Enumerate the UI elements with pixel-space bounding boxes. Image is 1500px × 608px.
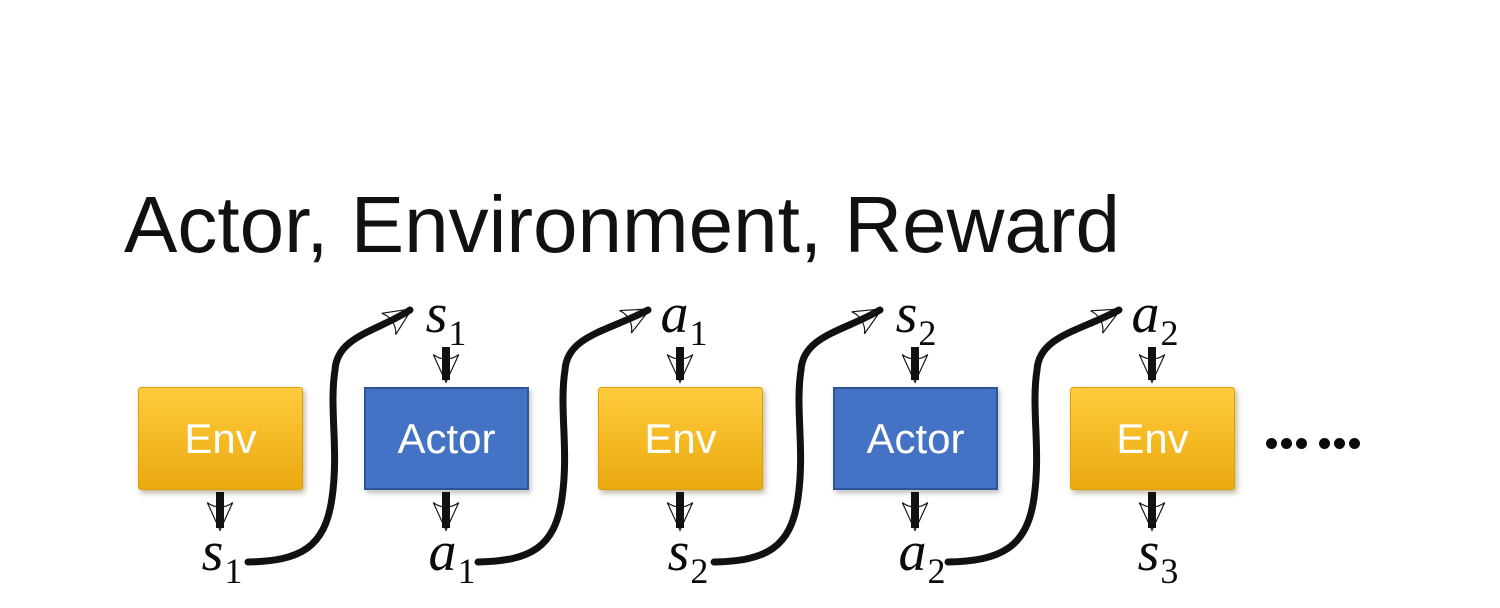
bottom-label-a2: a2 <box>899 524 946 589</box>
env-box-1-label: Env <box>184 414 257 462</box>
env-box-2-label: Env <box>644 414 717 462</box>
env-box-3: Env <box>1070 387 1235 490</box>
actor-box-2-label: Actor <box>866 414 965 462</box>
var-subscript: 1 <box>457 551 476 591</box>
bottom-label-a1: a1 <box>429 524 476 589</box>
env-box-3-label: Env <box>1116 414 1189 462</box>
top-label-a1: a1 <box>661 286 708 351</box>
var-subscript: 2 <box>927 551 946 591</box>
var-symbol: a <box>428 521 457 583</box>
var-symbol: s <box>895 283 918 345</box>
actor-box-1-label: Actor <box>397 414 496 462</box>
var-symbol: s <box>201 521 224 583</box>
var-subscript: 1 <box>448 313 467 353</box>
bottom-label-s3: s3 <box>1138 524 1179 589</box>
slide-title: Actor, Environment, Reward <box>124 179 1120 269</box>
var-symbol: a <box>1131 283 1160 345</box>
bottom-label-s2: s2 <box>668 524 709 589</box>
var-symbol: a <box>660 283 689 345</box>
var-subscript: 2 <box>918 313 937 353</box>
dot <box>1319 438 1330 449</box>
ellipsis-dots-icon <box>1266 438 1364 449</box>
var-subscript: 1 <box>224 551 243 591</box>
var-symbol: a <box>898 521 927 583</box>
top-label-a2: a2 <box>1132 286 1179 351</box>
var-subscript: 1 <box>689 313 708 353</box>
var-symbol: s <box>425 283 448 345</box>
dot <box>1266 438 1277 449</box>
var-symbol: s <box>667 521 690 583</box>
bottom-label-s1: s1 <box>202 524 243 589</box>
var-subscript: 3 <box>1160 551 1179 591</box>
env-box-2: Env <box>598 387 763 490</box>
dot <box>1334 438 1345 449</box>
actor-box-2: Actor <box>833 387 998 490</box>
dot <box>1281 438 1292 449</box>
actor-box-1: Actor <box>364 387 529 490</box>
var-subscript: 2 <box>690 551 709 591</box>
env-box-1: Env <box>138 387 303 490</box>
dot <box>1296 438 1307 449</box>
var-symbol: s <box>1137 521 1160 583</box>
dot <box>1349 438 1360 449</box>
top-label-s2: s2 <box>896 286 937 351</box>
top-label-s1: s1 <box>426 286 467 351</box>
var-subscript: 2 <box>1160 313 1179 353</box>
